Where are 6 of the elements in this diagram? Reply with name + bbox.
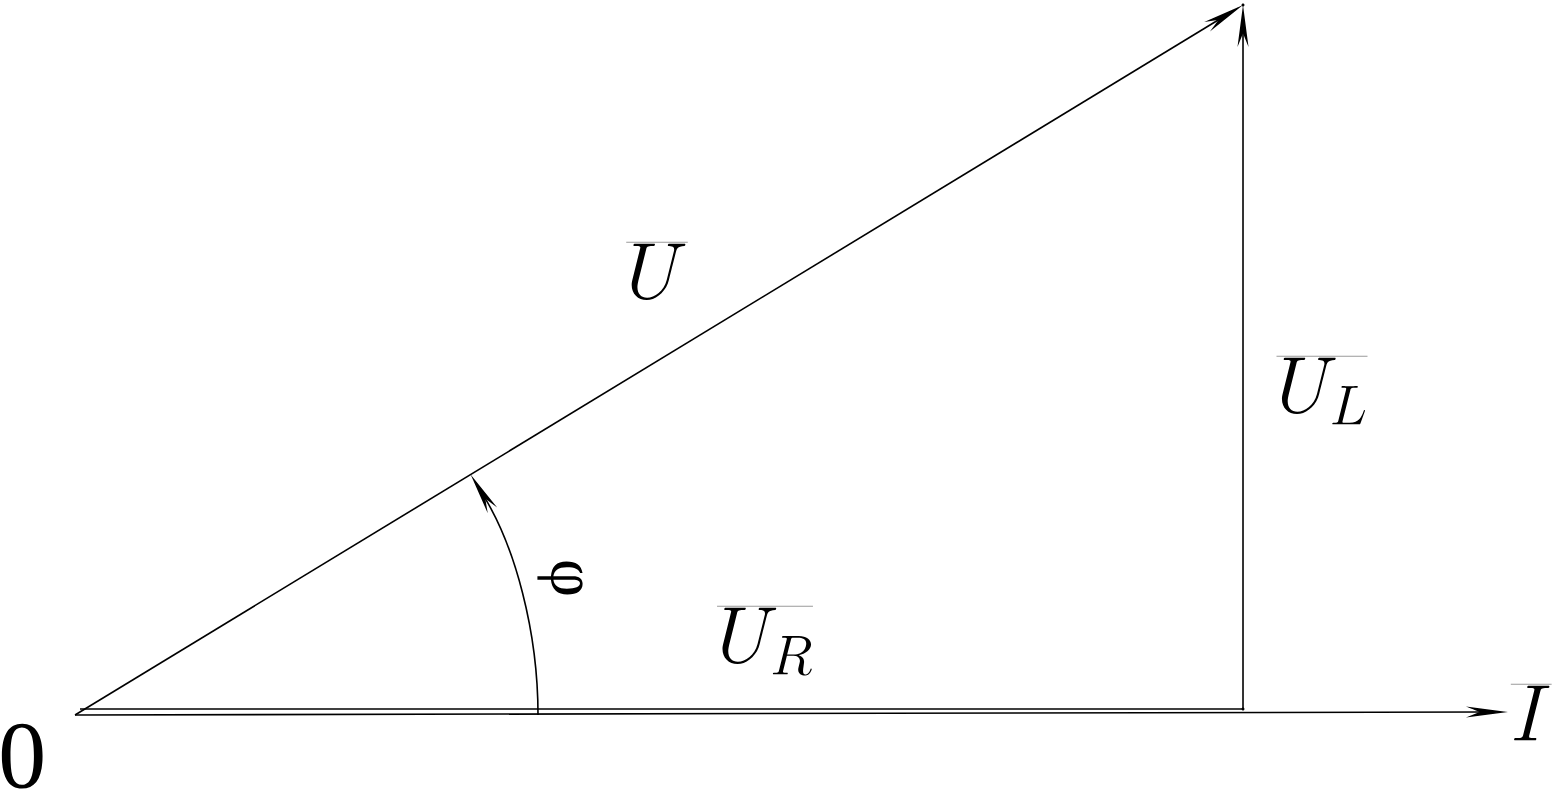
phasor-label: $\overline{I}$ — [1510, 684, 1552, 741]
angle-label: φ — [537, 561, 583, 595]
edge-label: $\overline{U}$ — [626, 242, 688, 300]
edge-label: $\overline{U_L}$ — [1276, 356, 1368, 425]
edge-label: $\overline{U_R}$ — [717, 606, 813, 676]
origin-label: 0 — [1, 723, 43, 789]
